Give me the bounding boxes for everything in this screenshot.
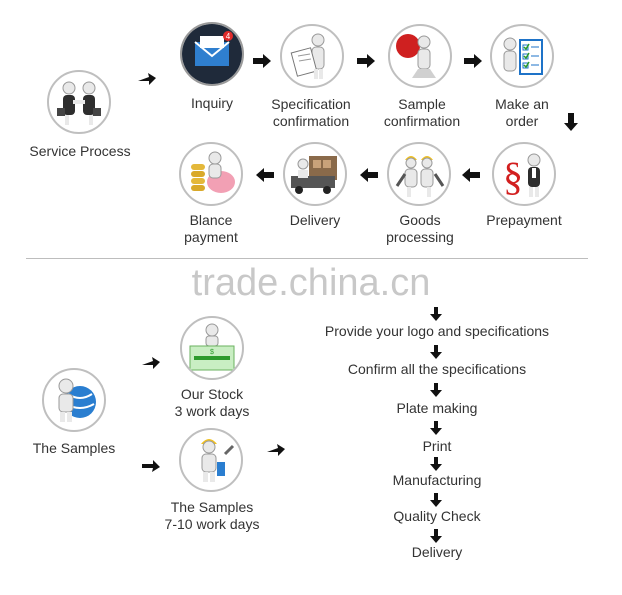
flow-step-confirm: Confirm all the specifications (347, 361, 527, 377)
watermark: trade.china.cn (191, 262, 431, 304)
section-divider (26, 258, 588, 259)
person-red-icon (388, 24, 452, 88)
piggy-bank-icon (179, 142, 243, 206)
step-inquiry-label: Inquiry (190, 95, 234, 111)
clipboard-person-icon (280, 24, 344, 88)
arrow-right-icon (138, 73, 156, 85)
law-section-icon: § (492, 142, 556, 206)
arrow-right-icon (357, 54, 375, 68)
step-prepayment-label: Prepayment (486, 212, 562, 228)
arrow-left-icon (360, 168, 378, 182)
arrow-down-icon (430, 421, 442, 435)
checklist-icon (490, 24, 554, 88)
arrow-down-icon (430, 493, 442, 507)
svg-text:§: § (503, 154, 523, 199)
arrow-down-icon (430, 307, 442, 321)
the-samples-label: The Samples (32, 440, 116, 456)
envelope-icon: 4 (180, 22, 244, 86)
svg-text:$: $ (210, 349, 214, 356)
arrow-right-icon (464, 54, 482, 68)
svg-text:4: 4 (226, 32, 231, 41)
stock-screen-icon: $ (180, 316, 244, 380)
step-delivery-label: Delivery (289, 212, 341, 228)
flow-step-manufacturing: Manufacturing (392, 472, 482, 488)
flow-step-logo: Provide your logo and specifications (324, 323, 550, 339)
arrow-left-icon (462, 168, 480, 182)
arrow-right-icon (253, 54, 271, 68)
handshake-icon (47, 70, 111, 134)
service-process-label: Service Process (29, 143, 131, 159)
arrow-left-icon (256, 168, 274, 182)
arrow-down-icon (564, 113, 578, 131)
worker-wrench-icon (179, 428, 243, 492)
arrow-up-right-icon (142, 357, 160, 369)
arrow-right-icon (267, 444, 285, 456)
arrow-down-icon (430, 345, 442, 359)
flow-step-print: Print (422, 438, 452, 454)
arrow-down-icon (430, 529, 442, 543)
person-globe-icon (42, 368, 106, 432)
arrow-down-right-icon (142, 460, 160, 472)
arrow-down-icon (430, 383, 442, 397)
arrow-down-icon (430, 457, 442, 471)
flow-step-quality: Quality Check (393, 508, 481, 524)
flow-step-plate: Plate making (396, 400, 478, 416)
flow-step-delivery: Delivery (411, 544, 463, 560)
delivery-truck-icon (283, 142, 347, 206)
workers-tools-icon (387, 142, 451, 206)
